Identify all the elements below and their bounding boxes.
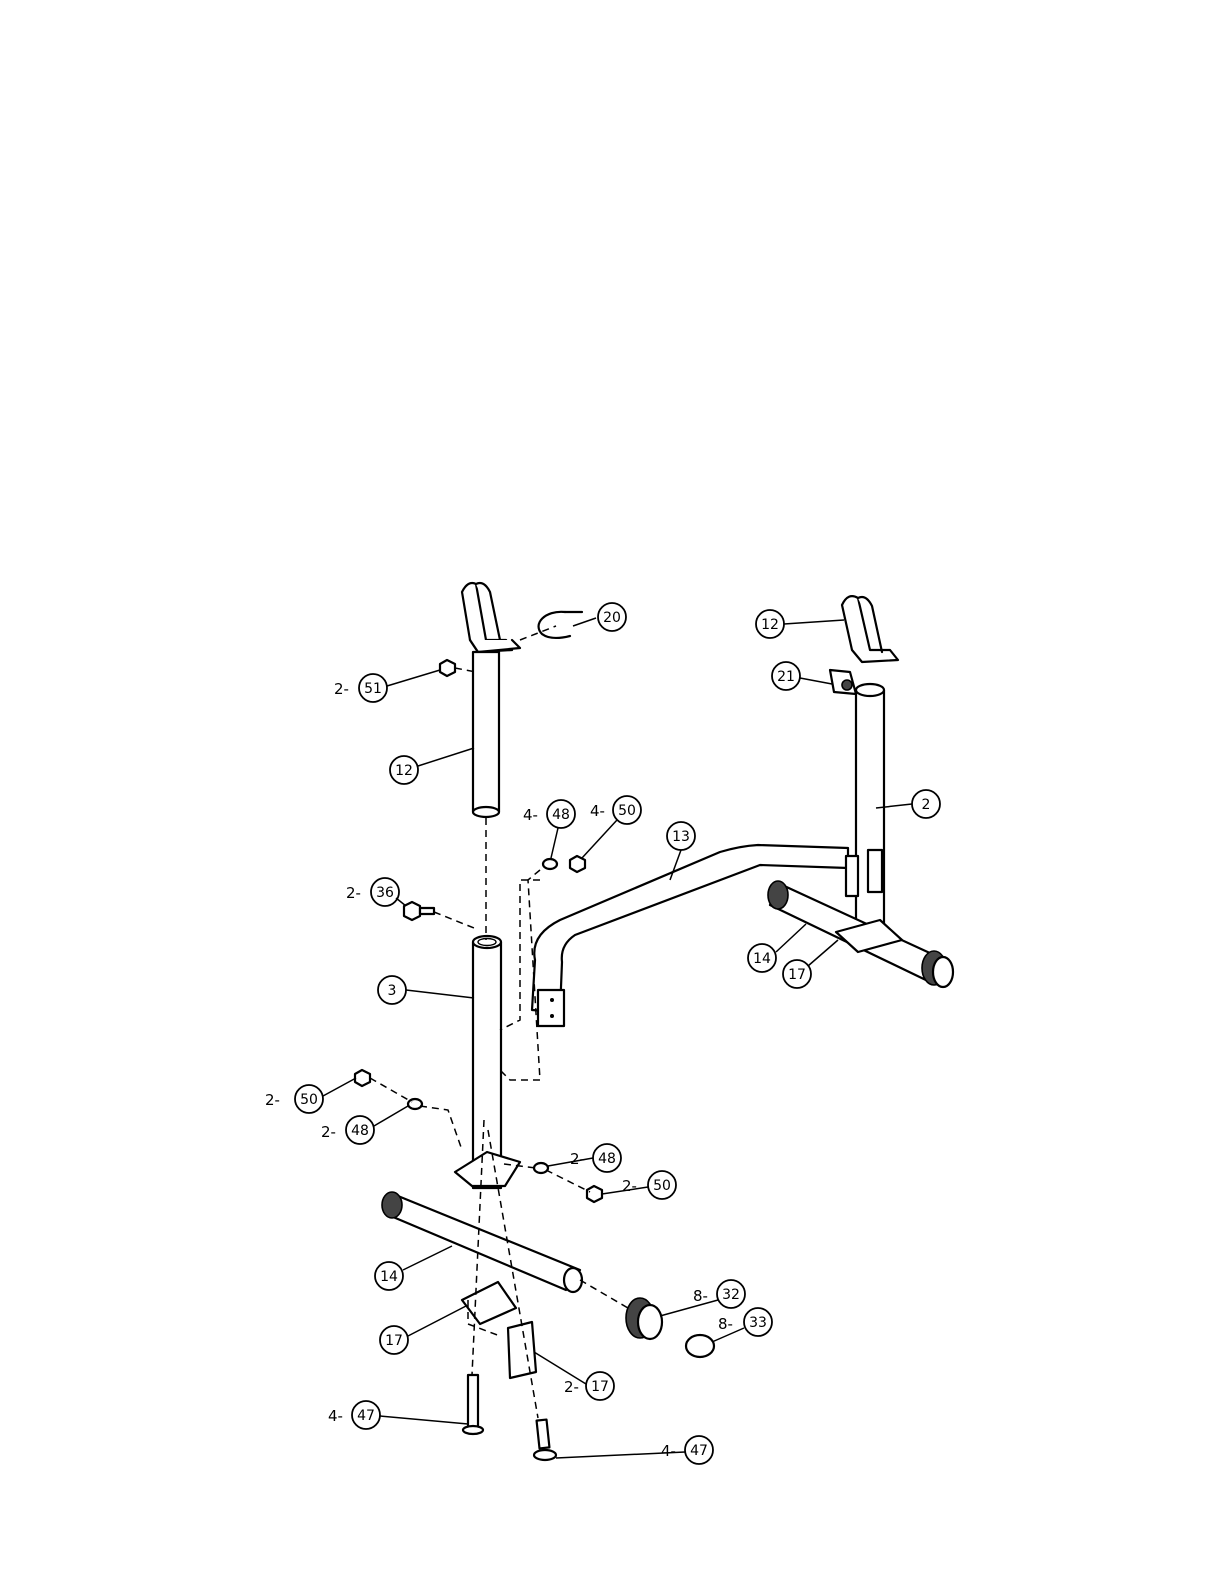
svg-text:17: 17 [788,967,806,983]
callout-50-nut-top: 4- 50 [582,796,641,858]
washer-48-right [534,1163,602,1202]
svg-text:3: 3 [388,983,397,999]
callout-48-washer-right: 2- 48 [548,1144,621,1172]
bracket-17-left [462,1282,516,1324]
svg-text:2-: 2- [570,1150,585,1168]
svg-text:2: 2 [922,797,931,813]
svg-text:48: 48 [598,1151,616,1167]
callout-51-nut: 2- 51 [334,670,440,702]
callout-47-bolt-left: 4- 47 [328,1401,468,1429]
svg-text:33: 33 [749,1315,767,1331]
crossbar-13 [532,845,848,1026]
svg-text:17: 17 [385,1333,403,1349]
nut-51 [440,660,455,676]
svg-text:2-: 2- [346,884,361,902]
foot-cap-32 [626,1298,662,1339]
svg-text:50: 50 [653,1178,671,1194]
callout-48-washer-left: 2- 48 [321,1106,408,1144]
callout-36-bolt: 2- 36 [346,878,406,906]
callout-20-spring-clip: 20 [573,603,626,631]
svg-text:51: 51 [364,681,382,697]
svg-text:20: 20 [603,610,621,626]
svg-text:48: 48 [552,807,570,823]
svg-text:50: 50 [300,1092,318,1108]
svg-text:13: 13 [672,829,690,845]
svg-text:17: 17 [591,1379,609,1395]
svg-text:14: 14 [380,1269,398,1285]
bolt-36 [404,902,434,920]
knob-21 [830,670,856,694]
bolt-47-left [463,1375,483,1434]
callout-32-foot-cap: 8- 32 [660,1280,745,1316]
svg-text:50: 50 [618,803,636,819]
left-upper-tube-12 [462,583,520,817]
callout-2-upright: 2 [876,790,940,818]
callout-21-knob: 21 [772,662,832,690]
svg-text:14: 14 [753,951,771,967]
callout-14-left-base: 14 [375,1246,452,1290]
callout-50-nut-right: 2- 50 [602,1171,676,1199]
left-main-post-3 [455,936,520,1188]
svg-text:2-: 2- [564,1378,579,1396]
svg-text:2-: 2- [265,1091,280,1109]
svg-text:4-: 4- [590,802,605,820]
callout-17-left-bracket: 17 [380,1306,466,1354]
right-hook-12 [842,596,898,662]
washer-48-left [355,1070,422,1109]
callout-48-washer-top: 4- 48 [523,800,575,858]
left-base-14 [382,1192,582,1292]
callouts: 20 2- 51 12 12 21 2 [265,603,940,1464]
callout-47-bolt-right: 4- 47 [556,1436,713,1464]
svg-text:12: 12 [395,763,413,779]
callout-12-right-hook: 12 [756,610,844,638]
svg-text:48: 48 [351,1123,369,1139]
svg-text:4-: 4- [328,1407,343,1425]
callout-50-nut-left: 2- 50 [265,1078,356,1113]
svg-text:8-: 8- [718,1315,733,1333]
end-cap-33 [686,1335,714,1357]
washer-48-top [543,856,585,872]
callout-17-center-bracket: 2- 17 [534,1352,614,1400]
svg-text:12: 12 [761,617,779,633]
svg-text:2-: 2- [334,680,349,698]
svg-text:2-: 2- [622,1177,637,1195]
svg-text:47: 47 [690,1443,708,1459]
svg-text:8-: 8- [693,1287,708,1305]
callout-3-main-post: 3 [378,976,474,1004]
callout-17-right-bracket: 17 [783,940,838,988]
svg-text:4-: 4- [523,806,538,824]
svg-text:21: 21 [777,669,795,685]
bracket-17-center [508,1322,536,1378]
callout-33-end-cap: 8- 33 [712,1308,772,1342]
svg-text:36: 36 [376,885,394,901]
callout-12-left-tube: 12 [390,748,474,784]
svg-text:4-: 4- [661,1442,676,1460]
svg-text:32: 32 [722,1287,740,1303]
bolt-47-right [534,1420,556,1460]
svg-text:2-: 2- [321,1123,336,1141]
svg-text:47: 47 [357,1408,375,1424]
